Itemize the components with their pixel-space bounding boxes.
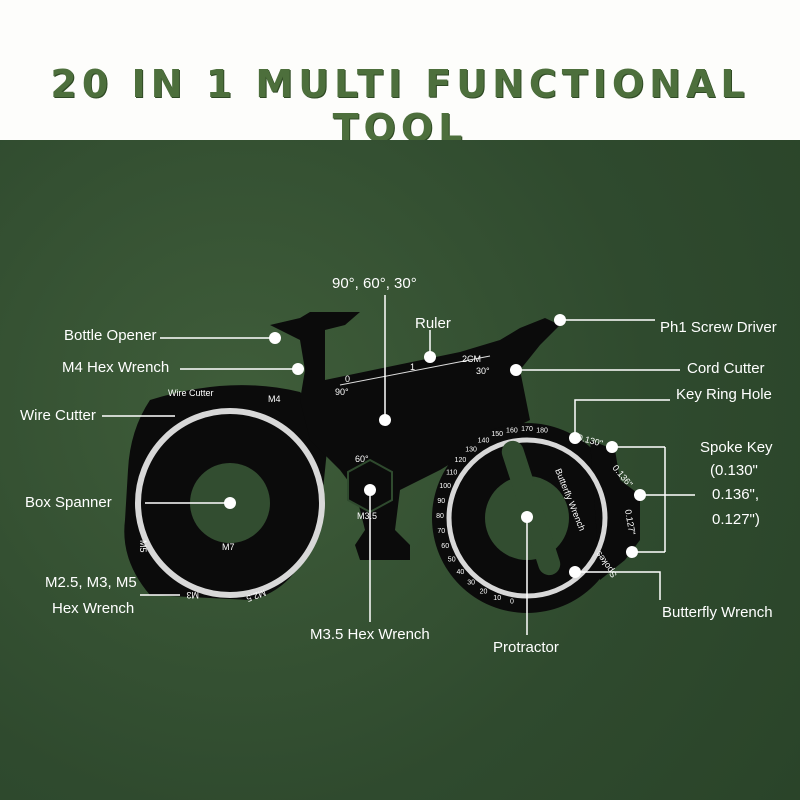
mark-m7: M7 — [222, 542, 235, 552]
mark-0127: 0.127" — [623, 509, 637, 536]
header — [0, 0, 800, 140]
mark-30: 30° — [476, 366, 490, 376]
callout-spoke-size-1: (0.130" — [710, 462, 758, 479]
mark-m35: M3.5 — [357, 511, 377, 521]
mark-wire-cutter: Wire Cutter — [168, 388, 214, 398]
spanner-ring — [135, 408, 325, 598]
mark-ruler-2cm: 2CM — [462, 354, 481, 364]
protractor-tick-label: 30 — [467, 580, 475, 587]
callout-protractor: Protractor — [493, 639, 559, 656]
mark-60: 60° — [355, 454, 369, 464]
mark-ruler-1: 1 — [410, 362, 415, 372]
page-title: 20 IN 1 MULTI FUNCTIONAL TOOL — [50, 62, 750, 150]
protractor-tick-label: 140 — [478, 438, 490, 445]
callout-angles: 90°, 60°, 30° — [332, 275, 417, 292]
callout-spoke-key: Spoke Key — [700, 439, 773, 456]
callout-box-spanner: Box Spanner — [25, 494, 112, 511]
callout-spoke-size-2: 0.136", — [712, 486, 760, 503]
mark-m3: M3 — [186, 590, 199, 600]
protractor-tick-label: 160 — [506, 427, 518, 434]
callout-m35-hex-wrench: M3.5 Hex Wrench — [310, 626, 430, 643]
mark-m4: M4 — [268, 394, 281, 404]
protractor-tick-label: 70 — [437, 528, 445, 535]
ruler-scale — [339, 355, 491, 386]
callout-dots — [224, 314, 646, 578]
callout-wire-cutter: Wire Cutter — [20, 407, 96, 424]
butterfly-slot — [501, 440, 561, 576]
protractor-tick-label: 120 — [455, 457, 467, 464]
callout-butterfly-wrench: Butterfly Wrench — [662, 604, 773, 621]
callout-spoke-size-3: 0.127") — [712, 511, 760, 528]
callout-hex-multi: M2.5, M3, M5 — [45, 574, 137, 591]
protractor-tick-label: 170 — [521, 426, 533, 433]
protractor-tick-label: 150 — [491, 431, 503, 438]
protractor-tick-label: 130 — [465, 446, 477, 453]
protractor-tick-label: 10 — [493, 595, 501, 602]
mark-ruler-0: 0 — [345, 374, 350, 384]
callout-cord-cutter: Cord Cutter — [687, 360, 765, 377]
protractor-tick-label: 0 — [510, 599, 514, 606]
protractor-tick-label: 50 — [448, 557, 456, 564]
tool-body — [124, 312, 640, 613]
leader-lines — [102, 295, 695, 635]
protractor-tick-label: 60 — [441, 543, 449, 550]
callout-ruler: Ruler — [415, 315, 451, 332]
callout-key-ring-hole: Key Ring Hole — [676, 386, 772, 403]
protractor-tick-label: 110 — [446, 470, 457, 477]
callout-hex-wrench: Hex Wrench — [52, 600, 135, 617]
callout-bottle-opener: Bottle Opener — [64, 327, 157, 344]
callout-screw-driver: Ph1 Screw Driver — [660, 319, 777, 336]
protractor-tick-label: 100 — [439, 483, 451, 490]
protractor-tick-label: 90 — [437, 498, 445, 505]
frame — [270, 312, 560, 560]
mark-90: 90° — [335, 387, 349, 397]
protractor-tick-label: 80 — [436, 513, 444, 520]
callout-m4-hex-wrench: M4 Hex Wrench — [62, 359, 170, 376]
protractor-tick-label: 40 — [457, 569, 465, 576]
protractor-tick-label: 20 — [480, 588, 488, 595]
mark-m5: M5 — [138, 540, 148, 553]
protractor-tick-label: 180 — [536, 427, 548, 434]
